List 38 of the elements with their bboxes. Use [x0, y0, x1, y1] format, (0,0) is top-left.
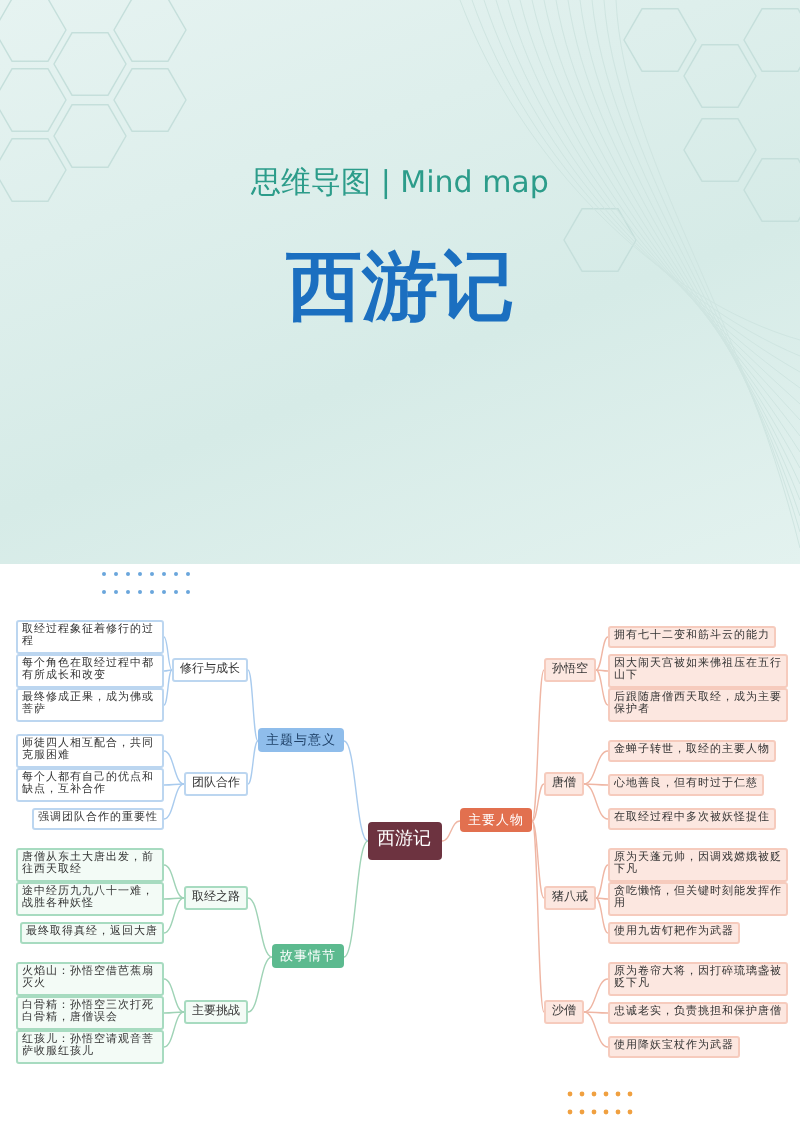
connector-line [247, 669, 259, 742]
connector-line [163, 897, 185, 900]
connector-line [163, 1011, 185, 1048]
connector-line [247, 740, 259, 785]
subtitle: 思维导图 | Mind map [249, 164, 551, 202]
connector-line [343, 740, 369, 842]
connector-line [595, 864, 609, 899]
connector-line [163, 783, 185, 786]
connector-line [595, 897, 609, 900]
connector-line [163, 750, 185, 785]
connector-line [531, 783, 545, 822]
connector-line [583, 783, 609, 820]
connector-line [595, 669, 609, 672]
connector-line [583, 750, 609, 785]
connector-line [343, 840, 369, 958]
connector-line [163, 783, 185, 820]
connector-line [163, 897, 185, 934]
connector-line [583, 1011, 609, 1014]
connector-line [583, 783, 609, 786]
connector-line [531, 820, 545, 899]
connector-line [583, 1011, 609, 1048]
connector-line [583, 978, 609, 1013]
connector-line [595, 669, 609, 706]
connector-line [595, 897, 609, 934]
connector-line [163, 864, 185, 899]
connector-line [163, 669, 173, 672]
connector-line [163, 978, 185, 1013]
connector-line [531, 820, 545, 1013]
central-topic-box: 西游记 [367, 821, 441, 859]
connector-line [163, 669, 173, 706]
connector-line [247, 897, 273, 958]
connector-line [247, 956, 273, 1013]
connector-line [441, 820, 461, 842]
title: 西游记 [284, 240, 516, 334]
connector-line [163, 1011, 185, 1014]
connector-line [595, 636, 609, 671]
connector-line [163, 636, 173, 671]
connector-line [531, 669, 545, 822]
